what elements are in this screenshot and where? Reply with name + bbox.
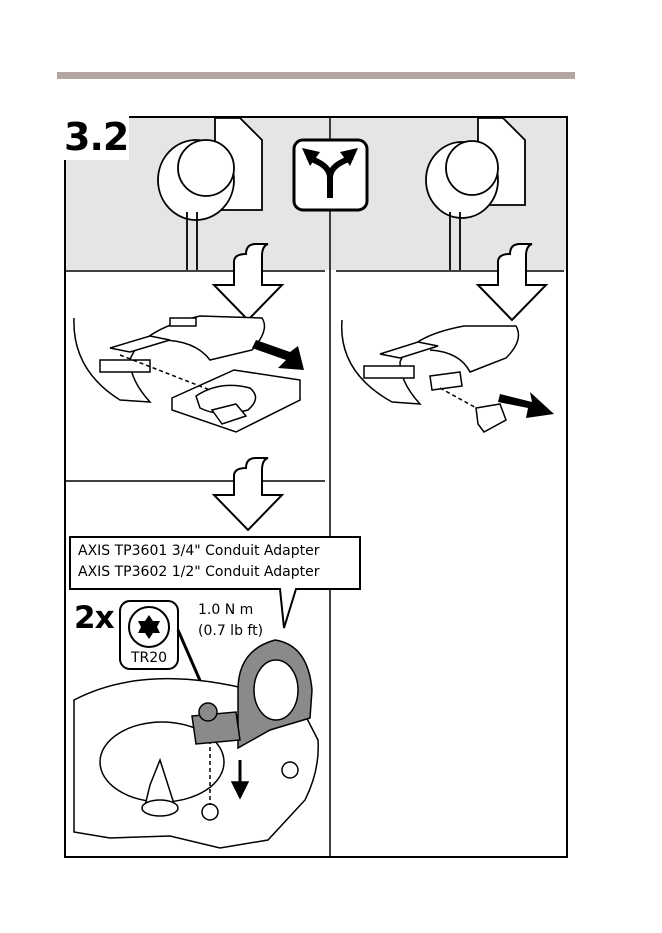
torque-imperial: (0.7 lb ft): [198, 621, 263, 642]
bit-label: TR20: [124, 649, 174, 667]
callout-line-1: AXIS TP3601 3/4" Conduit Adapter: [78, 541, 360, 562]
step-number: 3.2: [54, 114, 129, 160]
left-cover-removal-drawing: [74, 316, 300, 432]
fork-arrow-icon: [294, 140, 367, 210]
down-arrow-icon: [214, 458, 282, 530]
callout-text: AXIS TP3601 3/4" Conduit Adapter AXIS TP…: [70, 537, 360, 589]
callout-line-2: AXIS TP3602 1/2" Conduit Adapter: [78, 562, 360, 583]
torque-metric: 1.0 N m: [198, 600, 263, 621]
torque-spec: 1.0 N m (0.7 lb ft): [198, 600, 263, 642]
right-arrow-icon: [252, 340, 304, 370]
right-cap-removal-drawing: [342, 320, 519, 432]
screw-quantity: 2x: [74, 600, 114, 636]
right-arrow-icon: [498, 392, 554, 418]
